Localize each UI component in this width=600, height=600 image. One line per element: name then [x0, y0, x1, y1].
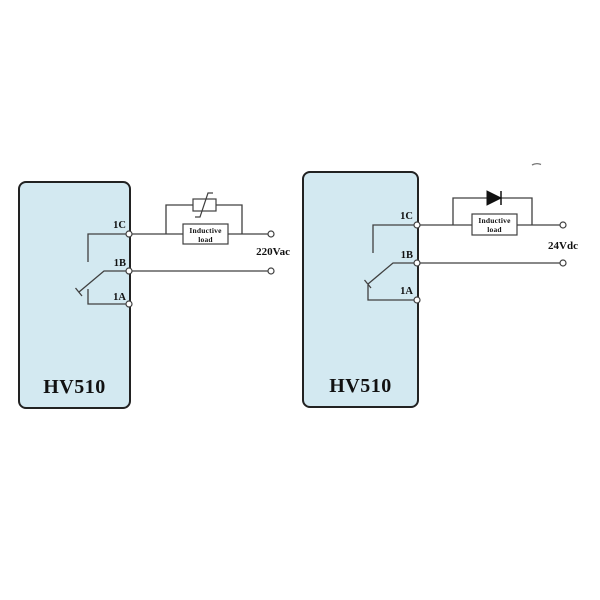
inductive-load-label-line2: load — [487, 225, 502, 234]
inductive-load-label-line1: Inductive — [478, 216, 511, 225]
contact-1c-stub — [372, 224, 417, 253]
inductive-load-label: Inductive load — [183, 226, 228, 244]
varistor-icon — [192, 192, 217, 218]
relay-contact-symbol — [74, 233, 129, 305]
terminal-1a — [125, 300, 133, 308]
contact-1a-stub — [87, 289, 129, 305]
supply-voltage-label: 24Vdc — [548, 240, 578, 252]
terminal-1c — [413, 221, 421, 229]
device-label: HV510 — [43, 376, 106, 398]
terminal-label-1c: 1C — [113, 220, 126, 231]
inductive-load-label-line1: Inductive — [189, 226, 222, 235]
terminal-1a — [413, 296, 421, 304]
terminal-1b — [125, 267, 133, 275]
contact-1c-stub — [87, 233, 129, 262]
terminal-1b — [413, 259, 421, 267]
supply-terminal-bottom — [267, 267, 275, 275]
contact-blade — [367, 262, 417, 285]
terminal-label-1b: 1B — [400, 250, 413, 261]
diagram-dc — [302, 162, 567, 408]
inductive-load-box — [471, 213, 518, 236]
stray-mark — [531, 162, 542, 166]
supply-terminal-bottom — [559, 259, 567, 267]
inductive-load-box — [182, 223, 229, 245]
contact-blade — [78, 270, 129, 293]
terminal-label-1c: 1C — [400, 211, 413, 222]
supply-voltage-label: 220Vac — [256, 246, 290, 258]
diode-icon — [486, 190, 503, 206]
hv510-module-box — [18, 181, 131, 409]
inductive-load-label: Inductive load — [472, 216, 517, 234]
contact-blade-tick — [363, 279, 372, 289]
terminal-label-1b: 1B — [113, 258, 126, 269]
contact-blade-tick — [74, 287, 83, 297]
terminals — [413, 221, 567, 304]
diagram-ac — [18, 181, 275, 409]
supply-terminal-top — [267, 230, 275, 238]
terminal-1c — [125, 230, 133, 238]
supply-terminal-top — [559, 221, 567, 229]
device-label: HV510 — [329, 375, 392, 397]
contact-1a-stub — [367, 285, 417, 301]
hv510-module-box — [302, 171, 419, 408]
relay-contact-symbol — [363, 224, 417, 301]
terminals — [125, 230, 275, 308]
inductive-load-label-line2: load — [198, 235, 213, 244]
terminal-label-1a: 1A — [400, 286, 413, 297]
terminal-label-1a: 1A — [113, 292, 126, 303]
